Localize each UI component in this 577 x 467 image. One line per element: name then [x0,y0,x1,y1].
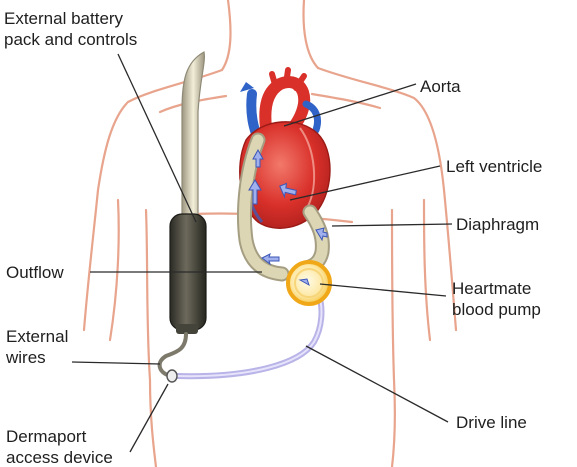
label-outflow: Outflow [6,262,64,283]
label-drive-line: Drive line [456,412,527,433]
label-external-battery-line1: External battery [4,8,137,29]
label-dermaport-line2: access device [6,447,113,467]
label-diaphragm: Diaphragm [456,214,539,235]
label-external-wires-line1: External [6,326,68,347]
label-aorta: Aorta [420,76,461,97]
battery-cable [182,52,204,218]
label-dermaport-line1: Dermaport [6,426,113,447]
label-dermaport: Dermaport access device [6,426,113,467]
label-heartmate-line1: Heartmate [452,278,541,299]
label-heartmate: Heartmate blood pump [452,278,541,320]
label-external-battery-line2: pack and controls [4,29,137,50]
label-external-wires: External wires [6,326,68,368]
label-heartmate-line2: blood pump [452,299,541,320]
label-left-ventricle: Left ventricle [446,156,542,177]
label-external-wires-line2: wires [6,347,68,368]
label-external-battery: External battery pack and controls [4,8,137,50]
dermaport-device [167,370,177,382]
